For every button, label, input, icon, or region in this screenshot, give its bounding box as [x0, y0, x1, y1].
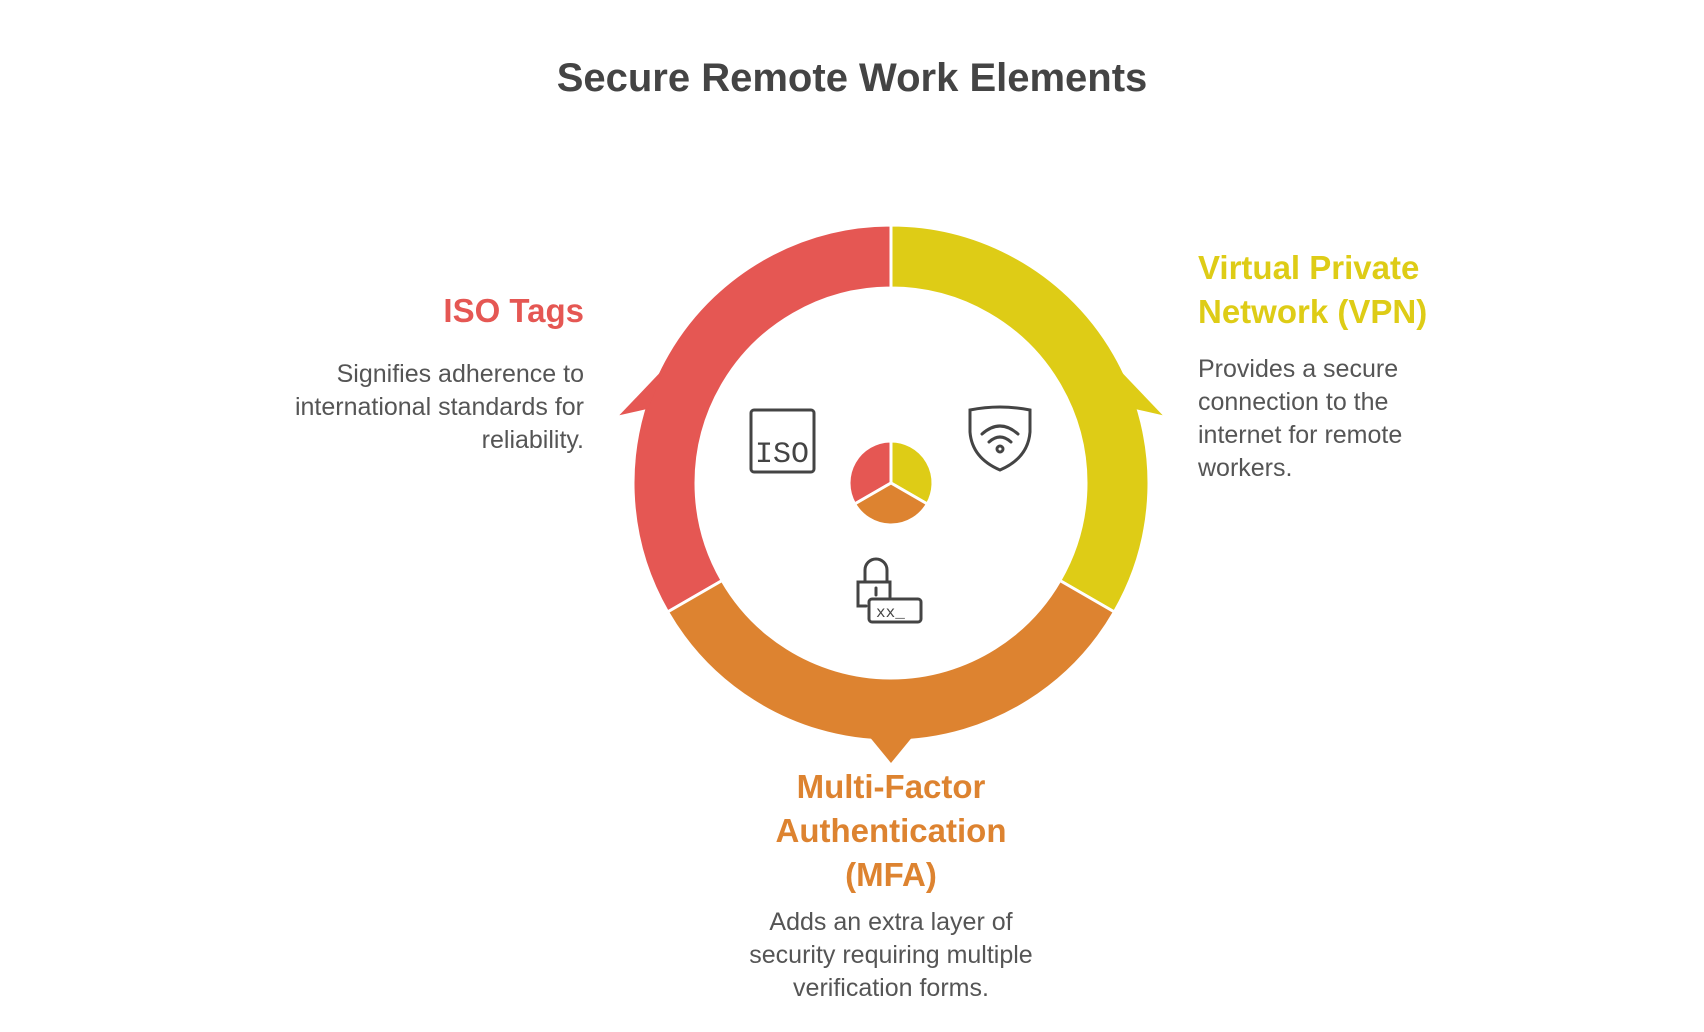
iso-pointer	[619, 367, 665, 416]
iso-ring-segment	[631, 223, 893, 615]
mfa-ring-segment	[665, 578, 1117, 743]
mfa-description: Adds an extra layer of security requirin…	[749, 908, 1033, 1002]
iso-icon: ISO	[749, 408, 816, 474]
svg-text:ISO: ISO	[755, 438, 809, 472]
vpn-description: Provides a secure connection to the inte…	[1198, 355, 1403, 482]
mfa-center-pie-slice	[852, 481, 930, 527]
mfa-heading: Multi-Factor Authentication (MFA)	[775, 768, 1007, 893]
mfa-pointer	[868, 736, 914, 763]
vpn-heading: Virtual Private Network (VPN)	[1198, 249, 1428, 330]
diagram-title: Secure Remote Work Elements	[556, 56, 1148, 100]
vpn-pointer	[1117, 367, 1163, 416]
svg-text:xx_: xx_	[876, 604, 905, 622]
vpn-ring-segment	[889, 223, 1151, 615]
shield-wifi-icon	[968, 405, 1032, 472]
iso-tags-heading: ISO Tags	[443, 292, 584, 329]
lock-password-icon: xx_	[856, 557, 923, 624]
iso-tags-description: Signifies adherence to international sta…	[294, 360, 584, 454]
